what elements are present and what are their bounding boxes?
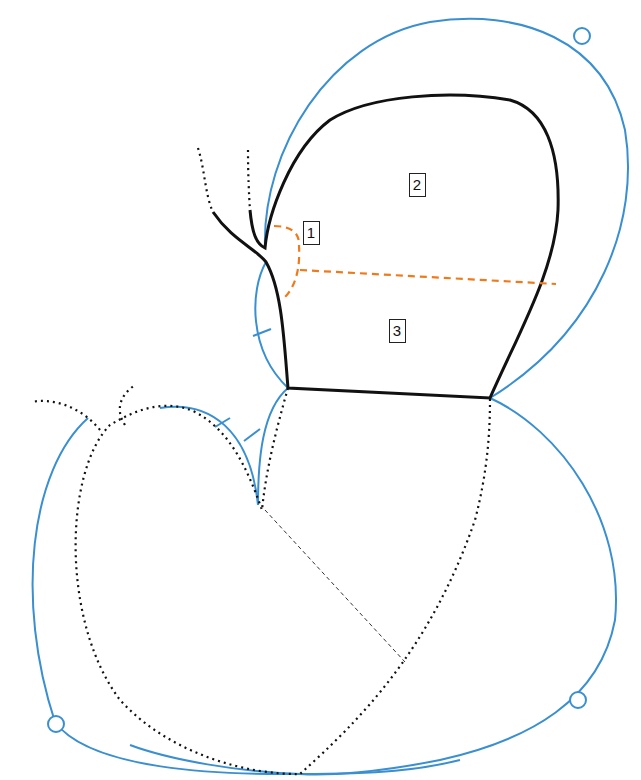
marker-circle: [48, 716, 64, 732]
dotted-line: [32, 401, 100, 430]
dashed-line: [265, 510, 405, 662]
callout-number: 2: [410, 176, 425, 194]
dotted-line: [198, 148, 213, 212]
callout-number: 1: [304, 224, 319, 242]
right-lower-lobe: [130, 398, 616, 774]
tick: [215, 418, 230, 427]
callout-number: 3: [390, 322, 405, 340]
dotted-outlines: [32, 148, 490, 774]
incision: [300, 270, 556, 284]
dotted-line: [248, 150, 250, 210]
marker-circle: [570, 692, 586, 708]
stomach-outline: [76, 388, 490, 774]
callout-box: 1: [303, 221, 320, 245]
left-lower-lobe: [33, 418, 460, 774]
upper-arc: [265, 19, 628, 398]
incision: [274, 226, 299, 298]
flap-border: [213, 95, 558, 398]
flap-outline: [213, 95, 558, 398]
marker-circle: [574, 28, 590, 44]
tick: [253, 329, 271, 336]
tick: [244, 429, 260, 441]
suture-lines: [33, 19, 628, 775]
callout-box: 2: [409, 173, 426, 197]
callout-box: 3: [389, 319, 406, 343]
dotted-line: [120, 385, 135, 425]
